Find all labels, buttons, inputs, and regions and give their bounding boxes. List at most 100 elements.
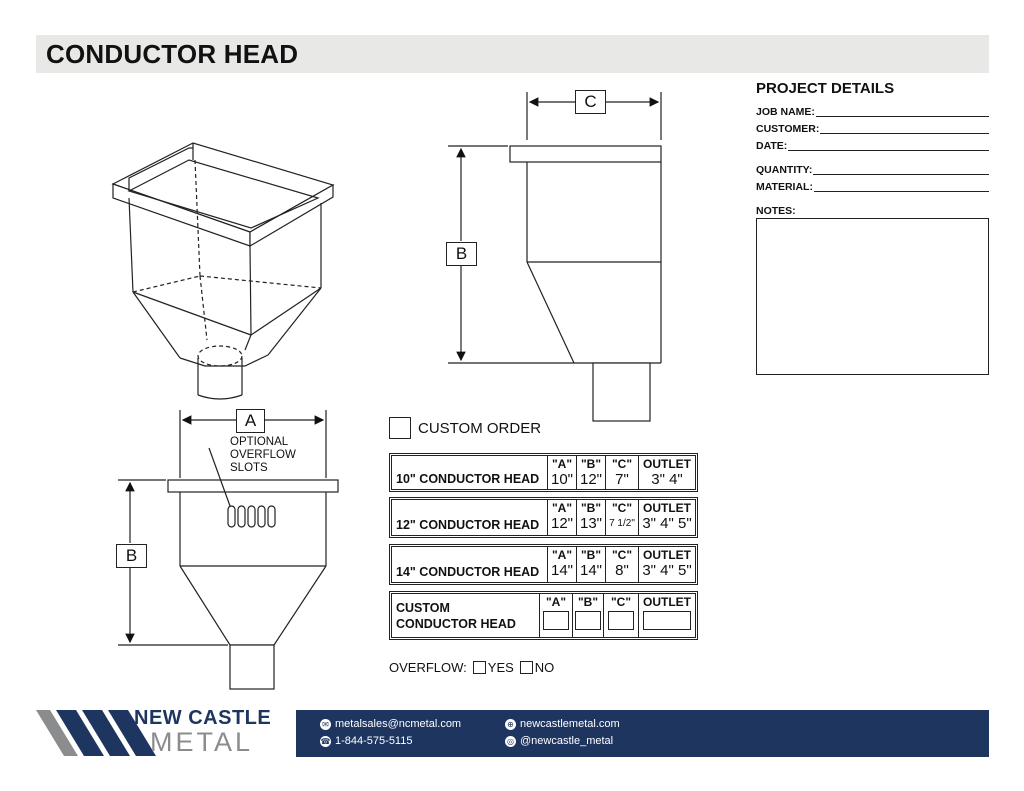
job-name-field[interactable]: JOB NAME: [756, 104, 989, 118]
custom-order: CUSTOM ORDER [389, 417, 541, 439]
custom-order-checkbox[interactable] [389, 417, 411, 439]
custom-order-label: CUSTOM ORDER [418, 419, 542, 437]
header-a: "A" [551, 548, 573, 562]
date-label: DATE: [756, 140, 788, 152]
header-b: "B" [580, 457, 602, 471]
header-c: "C" [610, 595, 632, 609]
overflow-option: OVERFLOW: YES NO [389, 660, 554, 675]
notes-box[interactable] [756, 218, 989, 375]
logo-text-bottom: METAL [150, 727, 254, 757]
overflow-label: OVERFLOW: [389, 660, 467, 675]
email-icon: ✉ [320, 718, 331, 730]
col-b: "B"14" [576, 547, 605, 582]
col-c: "C" 7 1/2" [605, 500, 638, 535]
footer-email[interactable]: ✉ metalsales@ncmetal.com [320, 718, 461, 730]
footer-contact-bar: ✉ metalsales@ncmetal.com ☎ 1-844-575-511… [296, 710, 989, 757]
isometric-view [111, 142, 335, 400]
dimension-label-a: A [236, 409, 265, 433]
value-outlet: 3" 4" 5" [642, 515, 692, 532]
customer-line[interactable] [820, 133, 989, 134]
customer-field[interactable]: CUSTOMER: [756, 121, 989, 135]
job-name-label: JOB NAME: [756, 106, 815, 118]
value-a: 14" [550, 562, 573, 579]
note-line-2: OVERFLOW [230, 449, 296, 461]
overflow-yes-checkbox[interactable] [472, 661, 486, 674]
custom-c-input[interactable] [608, 611, 634, 630]
value-b: 14" [579, 562, 602, 579]
table-name: 10" CONDUCTOR HEAD [396, 472, 540, 486]
date-line[interactable] [788, 150, 989, 151]
note-line-1: OPTIONAL [230, 436, 289, 448]
custom-table-name: CUSTOM CONDUCTOR HEAD [392, 594, 539, 637]
title-bar: CONDUCTOR HEAD [36, 35, 989, 73]
email-text: metalsales@ncmetal.com [335, 718, 462, 730]
date-field[interactable]: DATE: [756, 138, 989, 152]
col-a: "A"12" [547, 500, 576, 535]
material-field[interactable]: MATERIAL: [756, 179, 989, 193]
col-b: "B"13" [576, 500, 605, 535]
footer-phone[interactable]: ☎ 1-844-575-5115 [320, 735, 412, 747]
value-b: 13" [579, 515, 602, 532]
header-c: "C" [611, 548, 633, 562]
front-view [118, 410, 339, 690]
material-line[interactable] [813, 191, 989, 192]
custom-b-input[interactable] [575, 611, 601, 630]
overflow-no-checkbox[interactable] [519, 661, 533, 674]
col-outlet: OUTLET [638, 594, 695, 637]
phone-text: 1-844-575-5115 [335, 735, 413, 747]
size-table-14: 14" CONDUCTOR HEAD "A"14" "B"14" "C"8" O… [389, 544, 698, 585]
header-a: "A" [551, 457, 573, 471]
table-name: 14" CONDUCTOR HEAD [396, 565, 540, 579]
custom-name-line-2: CONDUCTOR HEAD [396, 616, 516, 631]
custom-outlet-input[interactable] [643, 611, 691, 630]
custom-name-line-1: CUSTOM [396, 600, 450, 615]
value-c: 7" [615, 471, 629, 488]
instagram-text: @newcastle_metal [520, 735, 614, 747]
logo-mark [36, 710, 156, 756]
header-c: "C" [611, 501, 633, 515]
col-c: "C"8" [605, 547, 638, 582]
logo-text-top: NEW CASTLE [134, 707, 272, 729]
project-details-title: PROJECT DETAILS [756, 80, 895, 97]
overflow-slots-note: OPTIONAL OVERFLOW SLOTS [230, 436, 296, 475]
job-name-line[interactable] [815, 116, 989, 117]
instagram-icon: ◎ [505, 735, 516, 747]
side-view [448, 92, 662, 422]
quantity-line[interactable] [813, 174, 989, 175]
table-name: 12" CONDUCTOR HEAD [396, 518, 540, 532]
dimension-label-b-side: B [446, 242, 477, 266]
size-table-12: 12" CONDUCTOR HEAD "A"12" "B"13" "C" 7 1/… [389, 497, 698, 538]
header-b: "B" [580, 501, 602, 515]
dimension-label-b-front: B [116, 544, 147, 568]
value-outlet: 3" 4" [651, 471, 683, 488]
custom-a-input[interactable] [543, 611, 569, 630]
header-c: "C" [611, 457, 633, 471]
header-a: "A" [545, 595, 567, 609]
header-outlet: OUTLET [643, 595, 691, 609]
notes-label: NOTES: [756, 205, 796, 217]
material-label: MATERIAL: [756, 181, 813, 193]
note-line-3: SLOTS [230, 462, 268, 474]
dimension-label-c: C [575, 90, 606, 114]
overflow-yes-label: YES [487, 660, 514, 675]
size-table-custom: CUSTOM CONDUCTOR HEAD "A" "B" "C" OUTLET [389, 591, 698, 640]
col-c: "C"7" [605, 456, 638, 489]
col-b: "B" [572, 594, 603, 637]
quantity-field[interactable]: QUANTITY: [756, 162, 989, 176]
value-b: 12" [579, 471, 602, 488]
col-b: "B"12" [576, 456, 605, 489]
globe-icon: ⊕ [505, 718, 516, 730]
footer-website[interactable]: ⊕ newcastlemetal.com [505, 718, 620, 730]
overflow-no-label: NO [534, 660, 555, 675]
size-table-10: 10" CONDUCTOR HEAD "A"10" "B"12" "C"7" O… [389, 453, 698, 492]
value-c: 7 1/2" [609, 518, 635, 529]
page-title: CONDUCTOR HEAD [46, 39, 299, 69]
header-b: "B" [577, 595, 599, 609]
col-a: "A"10" [547, 456, 576, 489]
footer-instagram[interactable]: ◎ @newcastle_metal [505, 735, 613, 747]
col-c: "C" [603, 594, 638, 637]
value-c: 8" [615, 562, 629, 579]
